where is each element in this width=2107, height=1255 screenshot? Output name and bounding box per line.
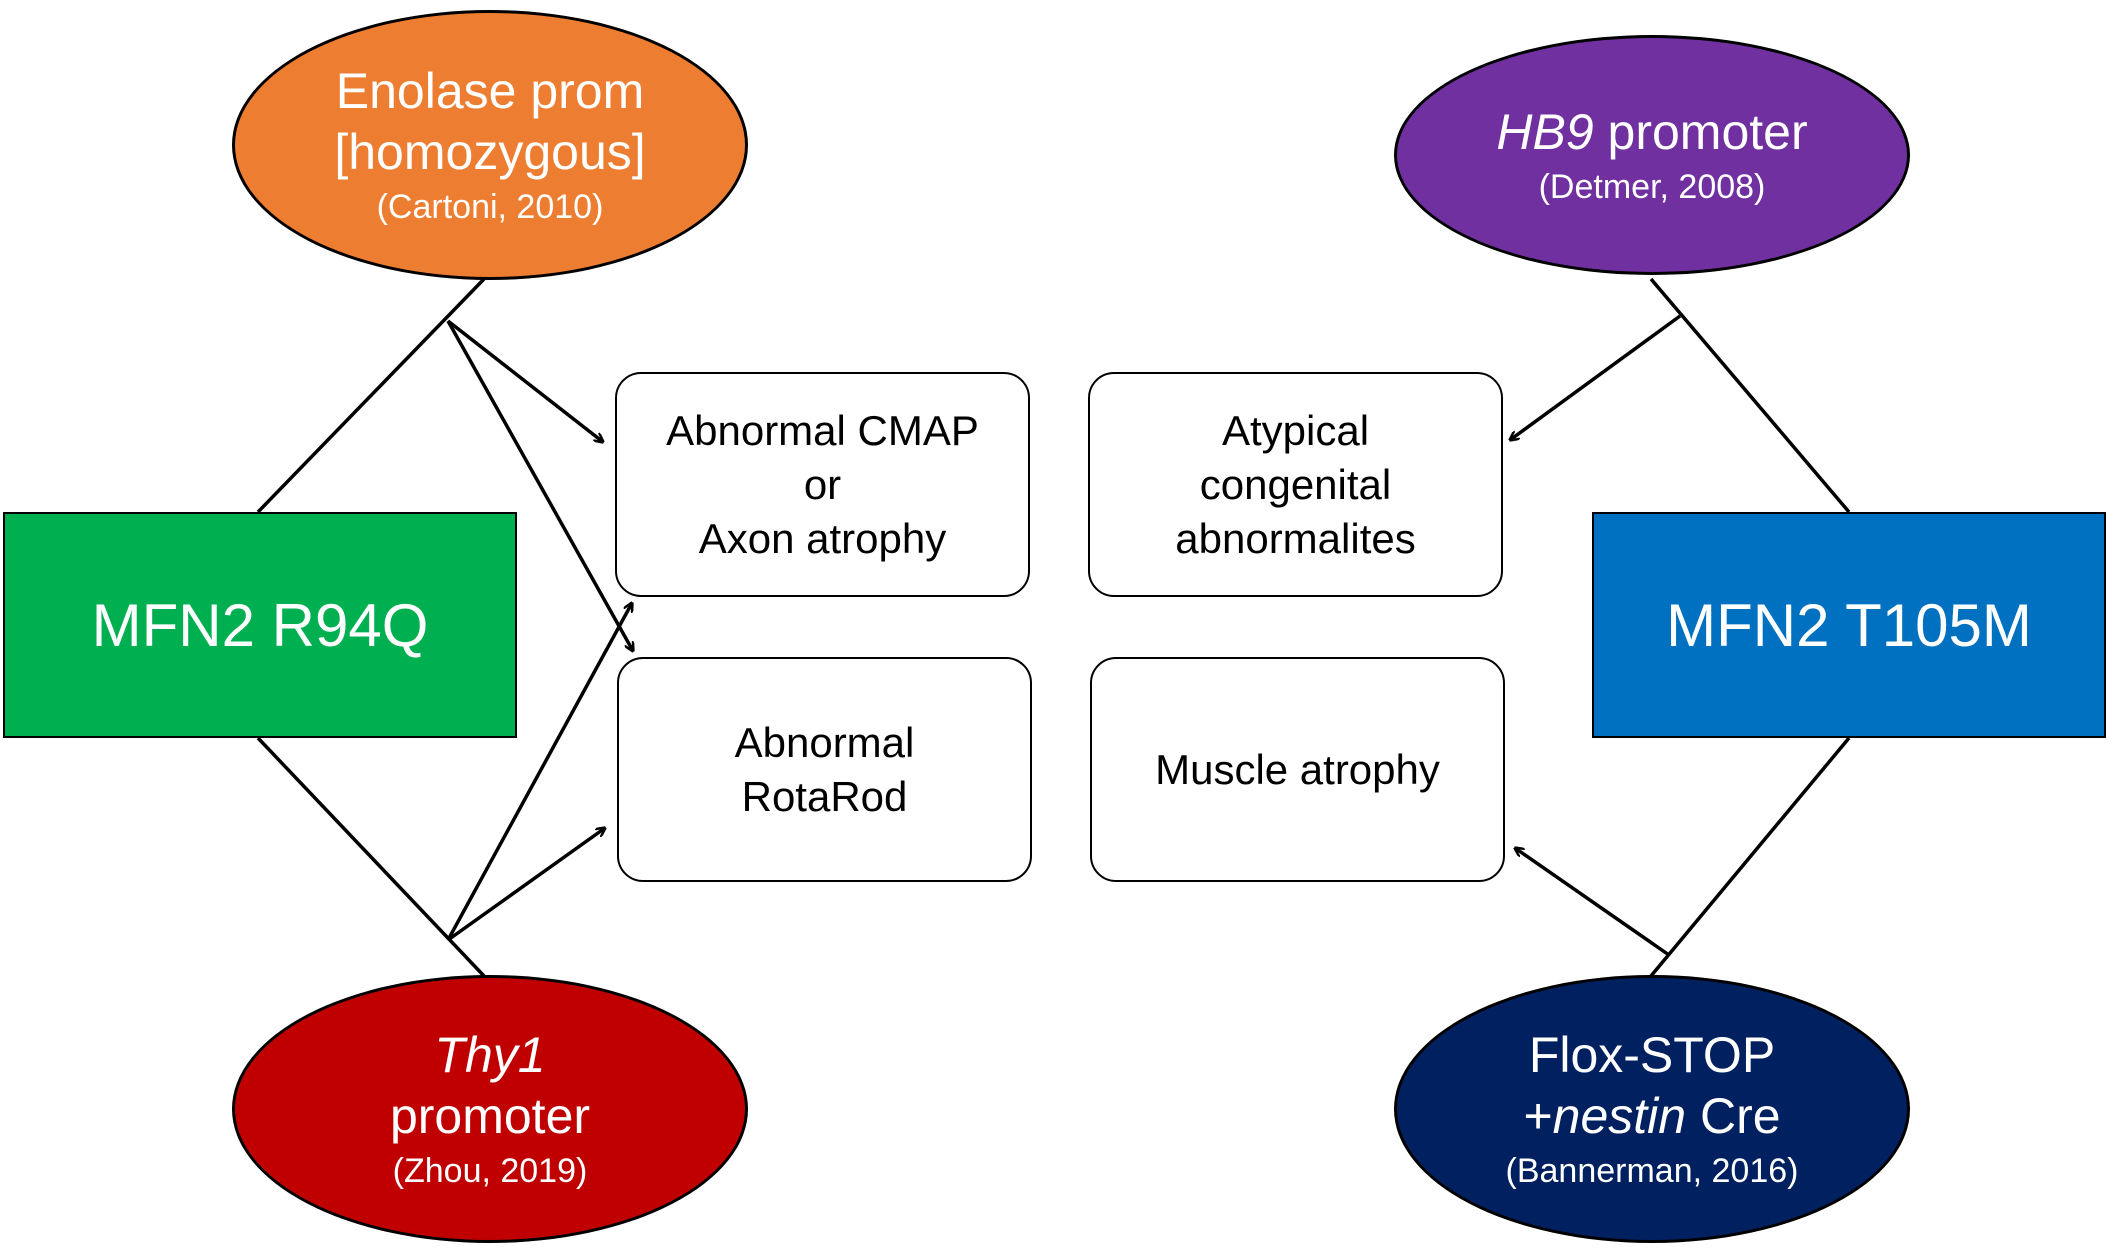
- phenotype-congenital-box: Atypical congenital abnormalites: [1088, 372, 1503, 597]
- line-t105m-hb9: [1649, 277, 1851, 514]
- cmap-line1: Abnormal CMAP: [666, 406, 979, 454]
- enolase-label-line1: Enolase prom: [335, 63, 645, 119]
- arrow-enolase-rotarod: [446, 320, 633, 651]
- thy1-label-line2: promoter: [389, 1088, 591, 1144]
- hb9-gene-name: HB9: [1496, 103, 1594, 160]
- enolase-citation: (Cartoni, 2010): [376, 188, 604, 226]
- enolase-promoter-oval: Enolase prom [homozygous] (Cartoni, 2010…: [232, 10, 748, 280]
- line-r94q-enolase: [256, 277, 486, 514]
- phenotype-cmap-box: Abnormal CMAP or Axon atrophy: [615, 372, 1030, 597]
- congenital-line2: congenital: [1199, 460, 1392, 508]
- hb9-label-rest: promoter: [1593, 103, 1808, 160]
- mfn2-t105m-box: MFN2 T105M: [1592, 512, 2106, 738]
- mfn2-r94q-label: MFN2 R94Q: [91, 591, 429, 659]
- rotarod-line2: RotaRod: [741, 772, 908, 820]
- muscle-line1: Muscle atrophy: [1155, 745, 1440, 793]
- line-r94q-thy1: [256, 736, 486, 978]
- thy1-promoter-oval: Thy1 promoter (Zhou, 2019): [232, 975, 748, 1243]
- thy1-gene-name: Thy1: [434, 1027, 546, 1083]
- mfn2-r94q-box: MFN2 R94Q: [3, 512, 517, 738]
- flox-label-line2: +nestin Cre: [1523, 1086, 1780, 1147]
- phenotype-rotarod-box: Abnormal RotaRod: [617, 657, 1032, 882]
- arrow-hb9-congenital: [1510, 314, 1682, 440]
- enolase-label-line2: [homozygous]: [334, 124, 646, 180]
- hb9-promoter-oval: HB9 promoter (Detmer, 2008): [1394, 35, 1910, 275]
- hb9-citation: (Detmer, 2008): [1538, 167, 1766, 206]
- arrow-thy1-cmap: [446, 603, 632, 941]
- arrow-thy1-rotarod: [446, 828, 605, 942]
- hb9-label: HB9 promoter: [1496, 102, 1807, 163]
- mfn2-t105m-label: MFN2 T105M: [1666, 591, 2032, 659]
- congenital-line1: Atypical: [1221, 406, 1370, 454]
- arrow-flox-muscle: [1515, 848, 1670, 957]
- thy1-citation: (Zhou, 2019): [392, 1152, 588, 1190]
- flox-gene-name: nestin: [1552, 1088, 1687, 1144]
- arrow-enolase-cmap: [446, 319, 603, 442]
- flox-label-prefix: +: [1523, 1088, 1553, 1144]
- phenotype-muscle-box: Muscle atrophy: [1090, 657, 1505, 882]
- flox-citation: (Bannerman, 2016): [1505, 1152, 1799, 1190]
- flox-label-line1: Flox-STOP: [1528, 1027, 1776, 1083]
- flox-label-suffix: Cre: [1686, 1088, 1781, 1144]
- rotarod-line1: Abnormal: [734, 718, 915, 766]
- cmap-line3: Axon atrophy: [698, 514, 947, 562]
- line-t105m-flox: [1649, 736, 1851, 978]
- congenital-line3: abnormalites: [1175, 514, 1416, 562]
- cmap-line2: or: [803, 460, 842, 508]
- flox-stop-oval: Flox-STOP +nestin Cre (Bannerman, 2016): [1394, 975, 1910, 1243]
